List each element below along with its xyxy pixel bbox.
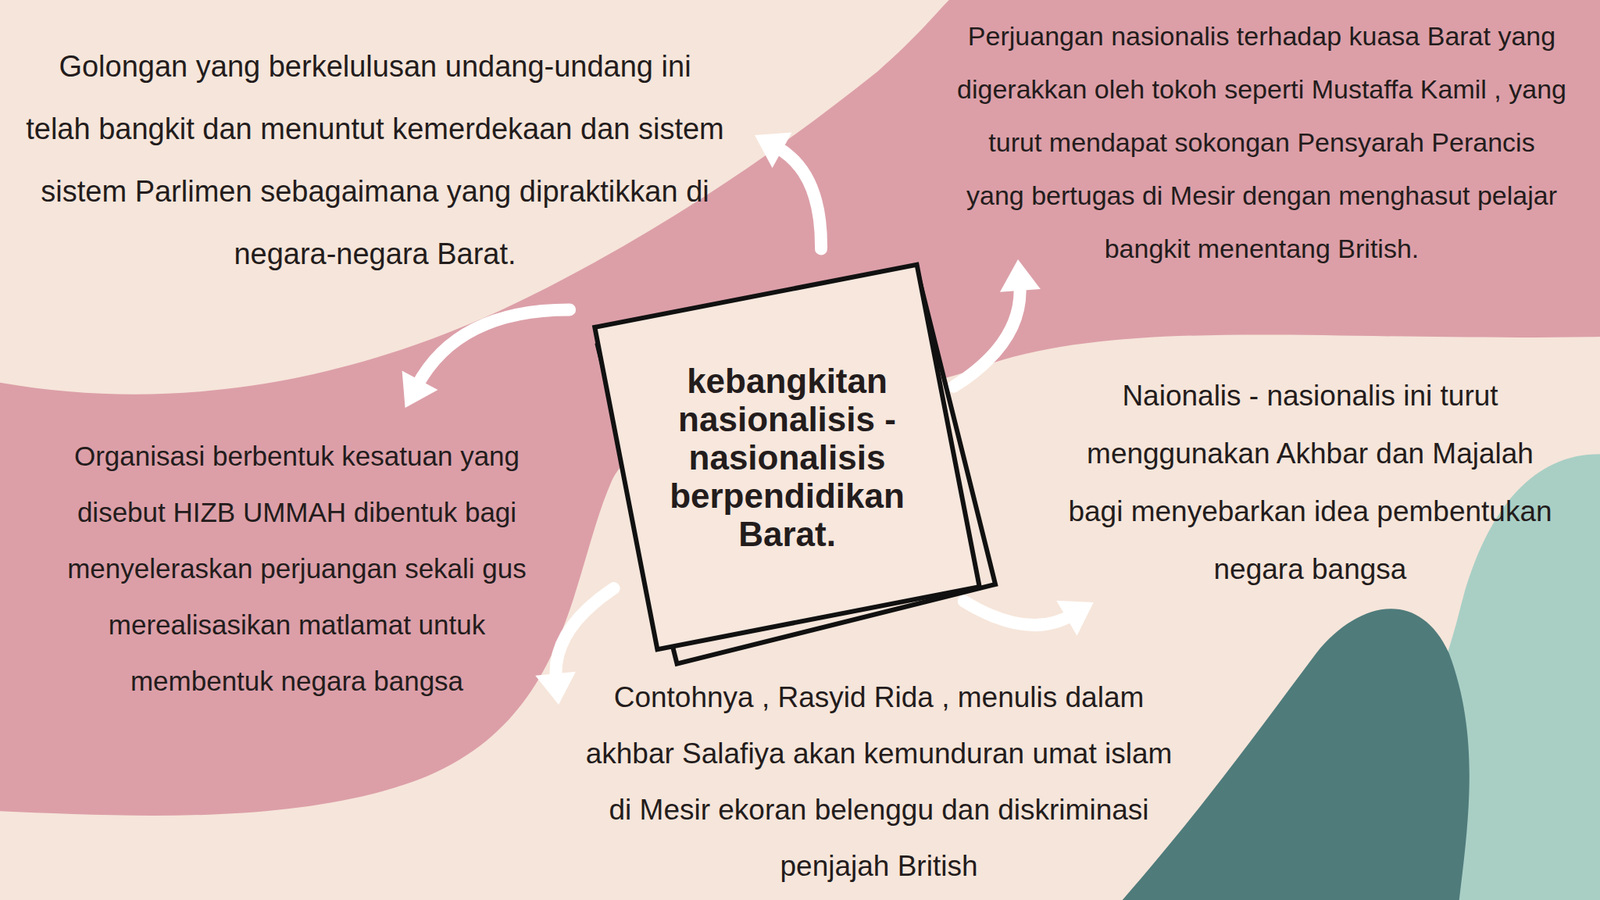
title-text: kebangkitan nasionalisis - nasionalisis …	[646, 361, 929, 554]
title-box: kebangkitan nasionalisis - nasionalisis …	[617, 296, 958, 618]
body-text: Organisasi berbentuk kesatuan yang diseb…	[39, 428, 555, 710]
text-node: Perjuangan nasionalis terhadap kuasa Bar…	[957, 9, 1567, 275]
front-outline	[594, 264, 979, 650]
arrow-shaft	[964, 601, 1073, 626]
arrow-head	[1000, 259, 1041, 293]
body-text: Golongan yang berkelulusan undang-undang…	[23, 35, 727, 286]
body-text: Perjuangan nasionalis terhadap kuasa Bar…	[957, 9, 1567, 275]
curved-arrow	[402, 309, 571, 408]
arrow-head	[402, 370, 439, 408]
arrow-shaft	[953, 284, 1021, 387]
dark-teal-wave	[1122, 608, 1470, 900]
arrow-shaft	[776, 146, 822, 249]
arrow-head	[535, 671, 576, 705]
arrow-head	[1056, 600, 1094, 636]
text-node: Golongan yang berkelulusan undang-undang…	[23, 35, 727, 286]
arrow-shaft	[555, 588, 614, 680]
curved-arrow	[953, 259, 1041, 387]
curved-arrow	[754, 132, 822, 249]
text-node: Organisasi berbentuk kesatuan yang diseb…	[39, 428, 555, 710]
curved-arrow	[964, 600, 1094, 636]
body-text: Naionalis - nasionalis ini turut menggun…	[1064, 367, 1557, 599]
text-node: Contohnya , Rasyid Rida , menulis dalam …	[582, 669, 1176, 895]
arrow-shaft	[417, 309, 570, 386]
text-node: Naionalis - nasionalis ini turut menggun…	[1064, 367, 1557, 599]
curved-arrow	[535, 588, 614, 705]
arrow-head	[754, 132, 793, 168]
body-text: Contohnya , Rasyid Rida , menulis dalam …	[582, 669, 1176, 895]
